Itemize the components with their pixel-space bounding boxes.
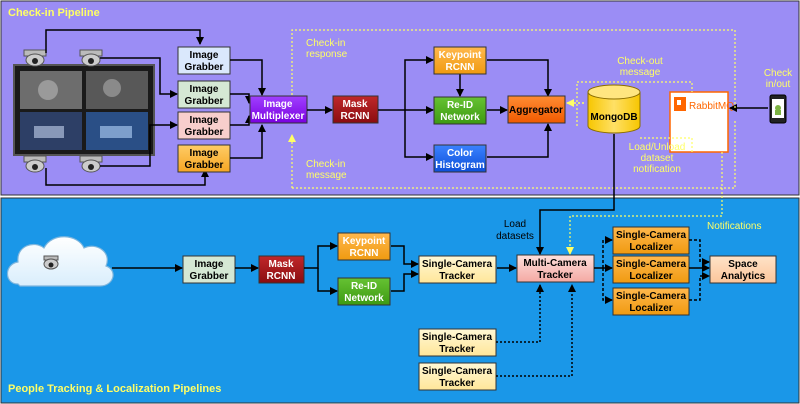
svg-text:Grabber: Grabber [185, 96, 224, 107]
svg-text:Multi-Camera: Multi-Camera [523, 258, 587, 269]
svg-text:Grabber: Grabber [185, 127, 224, 138]
svg-text:notification: notification [633, 164, 681, 175]
tracking-section-title: People Tracking & Localization Pipelines [8, 383, 221, 395]
svg-text:Image: Image [190, 148, 219, 159]
image-grabber-4: Image Grabber [177, 144, 231, 173]
image-grabber-3: Image Grabber [177, 111, 231, 140]
svg-text:Mask: Mask [342, 99, 367, 110]
svg-text:Localizer: Localizer [629, 303, 672, 314]
single-camera-tracker-2: Single-Camera Tracker [418, 328, 497, 357]
svg-text:message: message [306, 170, 347, 181]
camera-icon [79, 155, 103, 173]
image-multiplexer: Image Multiplexer [249, 95, 308, 124]
svg-text:Network: Network [344, 293, 384, 304]
load-datasets-label: Load [504, 219, 526, 230]
svg-text:Grabber: Grabber [185, 160, 224, 171]
svg-text:Tracker: Tracker [439, 344, 475, 355]
svg-text:Image: Image [264, 99, 293, 110]
keypoint-rcnn-checkin: Keypoint RCNN [433, 46, 487, 75]
localizer-3: Single-Camera Localizer [612, 287, 690, 316]
svg-text:Tracker: Tracker [537, 270, 573, 281]
image-grabber-1: Image Grabber [177, 46, 231, 75]
multi-camera-tracker: Multi-Camera Tracker [516, 254, 595, 283]
svg-text:Single-Camera: Single-Camera [422, 366, 492, 377]
localizer-1: Single-Camera Localizer [612, 226, 690, 255]
reid-network-checkin: Re-ID Network [433, 96, 487, 125]
svg-text:RCNN: RCNN [350, 248, 379, 259]
svg-text:Histogram: Histogram [435, 160, 485, 171]
svg-text:Single-Camera: Single-Camera [422, 332, 492, 343]
localizer-2: Single-Camera Localizer [612, 255, 690, 284]
svg-text:RabbitMQ: RabbitMQ [689, 101, 734, 112]
cloud-icon [6, 236, 114, 287]
svg-text:Single-Camera: Single-Camera [616, 291, 686, 302]
mongodb-database: MongoDB [587, 84, 641, 134]
svg-text:Tracker: Tracker [439, 271, 475, 282]
svg-text:Single-Camera: Single-Camera [616, 259, 686, 270]
svg-text:Image: Image [190, 50, 219, 61]
svg-text:in/out: in/out [766, 79, 791, 90]
svg-text:Image: Image [190, 84, 219, 95]
svg-text:Image: Image [190, 115, 219, 126]
svg-text:Space: Space [728, 259, 758, 270]
svg-text:Re-ID: Re-ID [351, 281, 377, 292]
svg-text:RCNN: RCNN [267, 271, 296, 282]
svg-text:Grabber: Grabber [190, 271, 229, 282]
svg-text:Image: Image [195, 259, 224, 270]
checkin-response-label: Check-in [306, 38, 345, 49]
single-camera-tracker-3: Single-Camera Tracker [418, 362, 497, 391]
single-camera-tracker: Single-Camera Tracker [418, 255, 497, 284]
svg-text:response: response [306, 49, 348, 60]
svg-text:Single-Camera: Single-Camera [616, 230, 686, 241]
svg-text:Grabber: Grabber [185, 62, 224, 73]
svg-text:Single-Camera: Single-Camera [422, 259, 492, 270]
phone-icon [769, 94, 787, 124]
load-unload-label: Load/Unload [629, 142, 686, 153]
svg-text:Tracker: Tracker [439, 378, 475, 389]
checkin-section-title: Check-in Pipeline [8, 7, 100, 19]
space-analytics: Space Analytics [709, 255, 777, 284]
checkout-message-label: Check-out [617, 56, 663, 67]
svg-text:Re-ID: Re-ID [447, 100, 473, 111]
svg-text:Keypoint: Keypoint [439, 50, 482, 61]
svg-text:MongoDB: MongoDB [590, 112, 637, 123]
check-inout-label: Check [764, 68, 793, 79]
svg-text:datasets: datasets [496, 231, 534, 242]
svg-text:Mask: Mask [268, 259, 293, 270]
reid-network-tracking: Re-ID Network [337, 277, 391, 306]
svg-text:Localizer: Localizer [629, 242, 672, 253]
svg-text:dataset: dataset [641, 153, 674, 164]
checkin-message-label: Check-in [306, 159, 345, 170]
svg-text:Color: Color [447, 148, 473, 159]
notifications-label: Notifications [707, 221, 761, 232]
camera-monitor [13, 64, 155, 156]
svg-text:Multiplexer: Multiplexer [252, 111, 305, 122]
aggregator: Aggregator [507, 95, 566, 124]
camera-icon [23, 155, 47, 173]
svg-text:RCNN: RCNN [341, 111, 370, 122]
camera-icon [79, 49, 103, 67]
keypoint-rcnn-tracking: Keypoint RCNN [337, 232, 391, 261]
svg-text:Aggregator: Aggregator [509, 105, 563, 116]
color-histogram: Color Histogram [433, 144, 487, 173]
image-grabber-tracking: Image Grabber [182, 255, 236, 284]
svg-text:message: message [620, 67, 661, 78]
mask-rcnn-checkin: Mask RCNN [332, 95, 379, 124]
svg-text:RCNN: RCNN [446, 62, 475, 73]
mask-rcnn-tracking: Mask RCNN [258, 255, 305, 284]
rabbitmq: RabbitMQ [669, 91, 734, 153]
svg-text:Localizer: Localizer [629, 271, 672, 282]
svg-text:Keypoint: Keypoint [343, 236, 386, 247]
svg-text:Network: Network [440, 112, 480, 123]
svg-text:Analytics: Analytics [721, 271, 766, 282]
camera-icon [23, 49, 47, 67]
image-grabber-2: Image Grabber [177, 80, 231, 109]
